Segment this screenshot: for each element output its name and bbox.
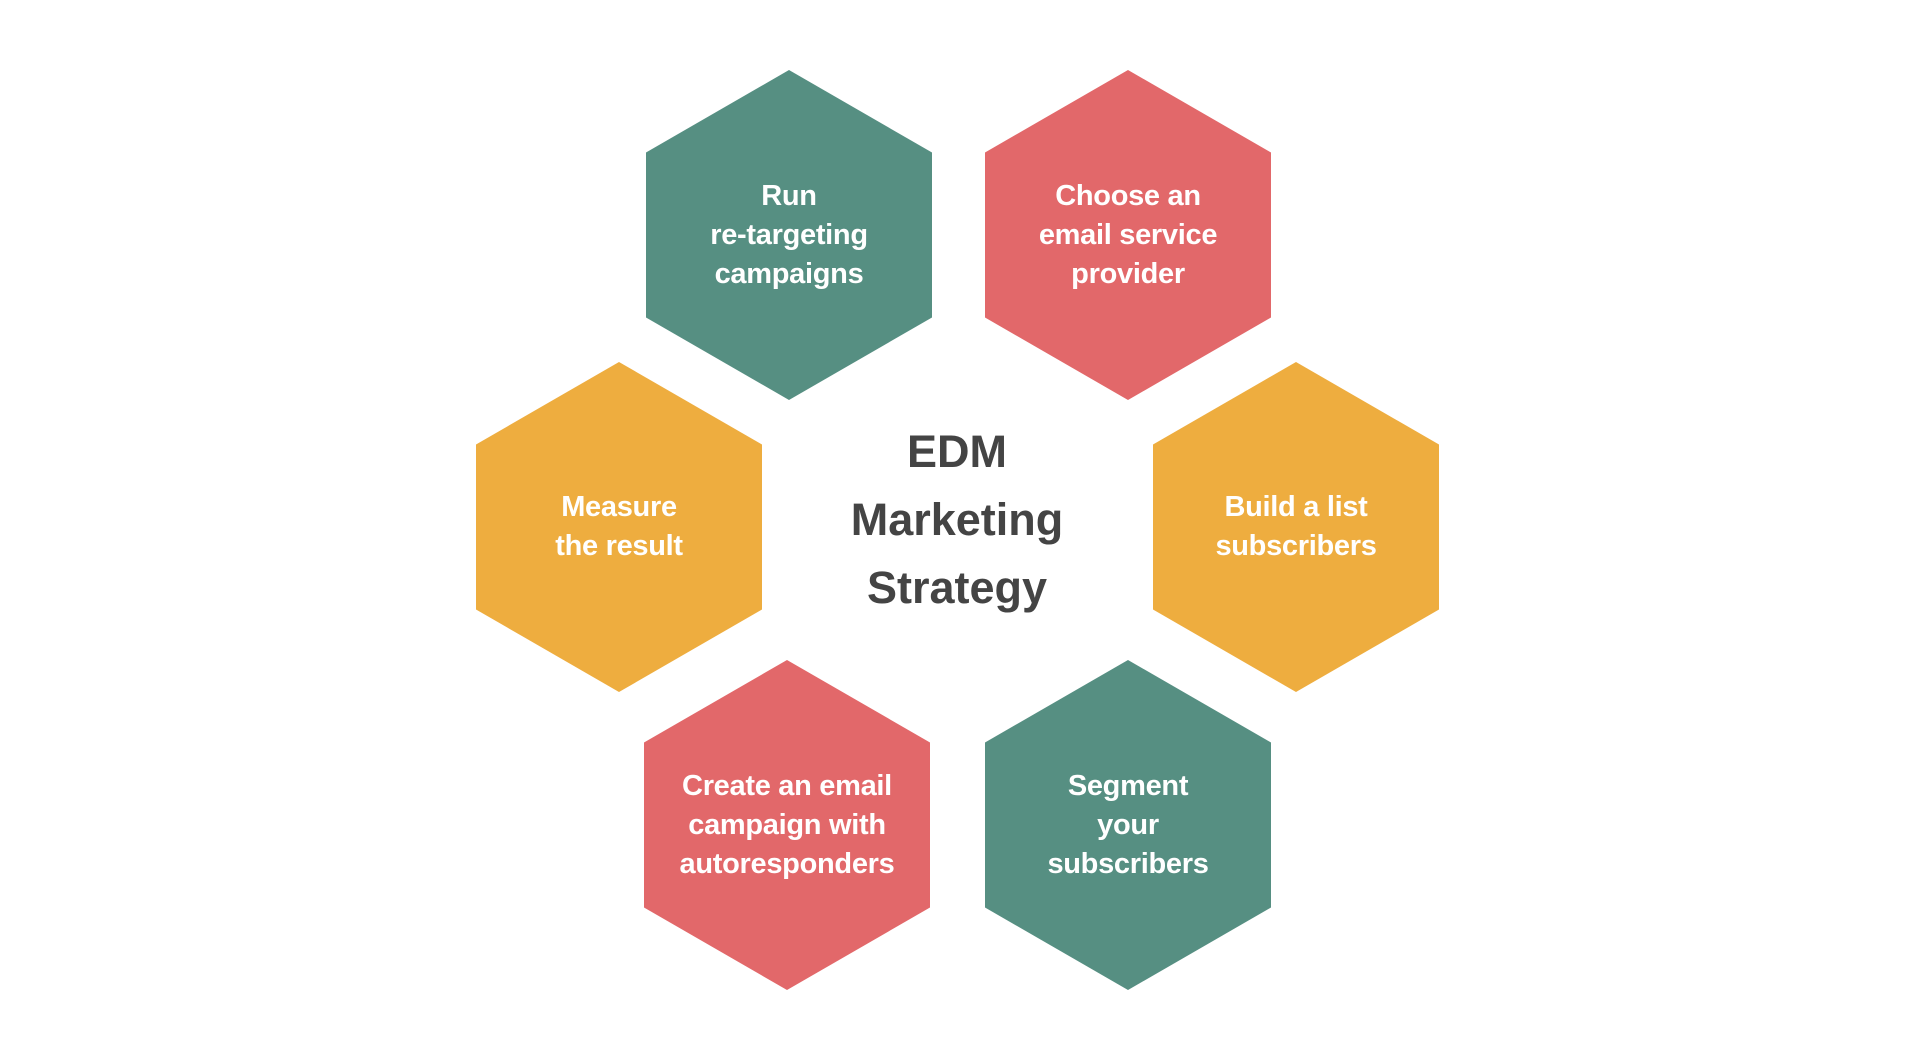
hex-label: Build a list subscribers: [1215, 491, 1377, 562]
hex-create-campaign: Create an email campaign with autorespon…: [644, 660, 930, 990]
hex-label: Create an email campaign with autorespon…: [679, 769, 895, 880]
hex-label: Segment your subscribers: [1047, 769, 1209, 880]
diagram-title: EDM Marketing Strategy: [850, 426, 1064, 613]
hex-label: Measure the result: [555, 491, 683, 562]
hex-segment-subscribers: Segment your subscribers: [985, 660, 1271, 990]
hex-measure-result: Measure the result: [476, 362, 762, 692]
hex-choose-esp: Choose an email service provider: [985, 70, 1271, 400]
hex-label: Choose an email service provider: [1038, 179, 1218, 290]
hex-label: Run re-targeting campaigns: [710, 179, 868, 290]
hex-run-retargeting: Run re-targeting campaigns: [646, 70, 932, 400]
hex-build-list: Build a list subscribers: [1153, 362, 1439, 692]
